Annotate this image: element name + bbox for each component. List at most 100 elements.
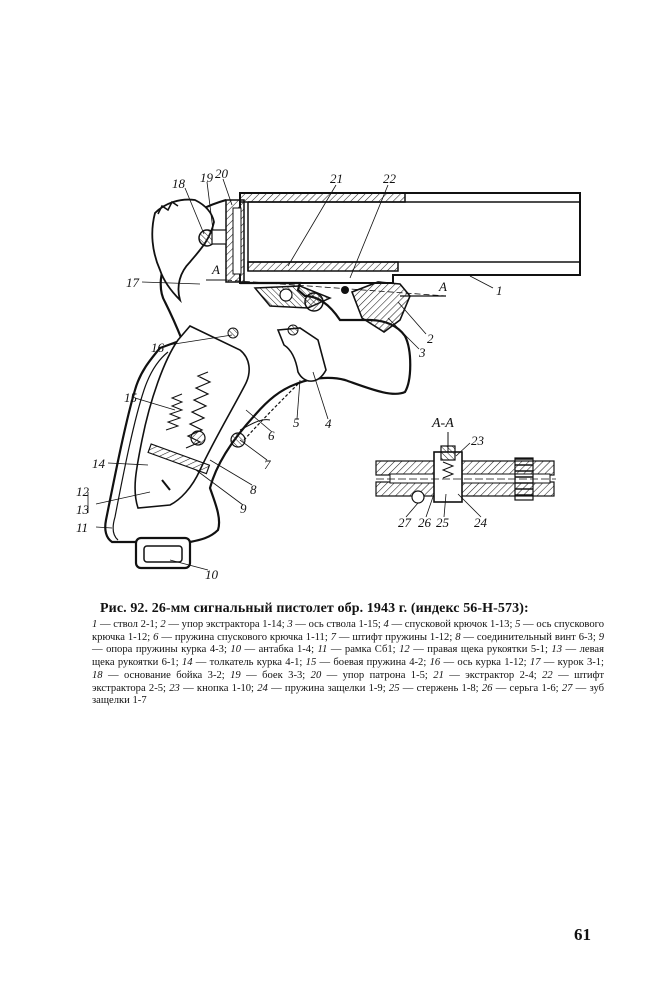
legend-text: — упор патрона 1-5; — [321, 669, 434, 681]
legend-number: 6 — [153, 631, 159, 643]
legend-number: 18 — [92, 669, 103, 681]
page-number: 61 — [574, 925, 591, 944]
legend-number: 14 — [181, 657, 193, 669]
legend-number: 3 — [287, 619, 293, 630]
legend-text: — стержень 1-8; — [399, 682, 482, 694]
legend-text: — ось курка 1-12; — [440, 657, 530, 669]
callout-20: 20 — [215, 166, 229, 181]
legend-text: — курок 3-1; — [540, 657, 605, 669]
callout-9: 9 — [240, 501, 247, 516]
legend-number: 24 — [257, 682, 268, 694]
section-mark-right: A — [438, 279, 447, 294]
legend-text: — спусковой крючок 1-13; — [388, 619, 516, 630]
legend-number: 8 — [455, 631, 461, 643]
leader-lines — [87, 178, 494, 571]
section-mark-left: A — [211, 262, 220, 277]
legend-number: 25 — [388, 682, 400, 694]
figure-legend: 1 — ствол 2-1; 2 — упор экстрактора 1-14… — [92, 619, 604, 708]
barrel — [239, 192, 581, 284]
lanyard-ring — [134, 536, 192, 570]
legend-text: — соединительный винт 6-3; — [460, 631, 599, 643]
callout-7: 7 — [264, 457, 271, 472]
legend-number: 13 — [551, 644, 563, 656]
legend-text: — кнопка 1-10; — [179, 682, 258, 694]
callout-10: 10 — [205, 567, 219, 582]
legend-number: 26 — [481, 682, 493, 694]
callout-1: 1 — [496, 283, 503, 298]
legend-text: — боевая пружина 4-2; — [316, 657, 430, 669]
callout-17: 17 — [126, 275, 140, 290]
legend-number: 20 — [310, 669, 322, 681]
callout-6: 6 — [268, 428, 275, 443]
legend-number: 19 — [230, 669, 241, 681]
legend-number: 4 — [383, 619, 389, 630]
callout-2: 2 — [427, 331, 434, 346]
callout-18: 18 — [172, 176, 186, 191]
legend-text: — основание бойка 3-2; — [102, 669, 231, 681]
section-title: А-А — [431, 416, 454, 431]
legend-text: — боек 3-3; — [240, 669, 311, 681]
callout-8: 8 — [250, 482, 257, 497]
trigger — [253, 281, 411, 382]
legend-text: — экстрактор 2-4; — [443, 669, 543, 681]
callout-22: 22 — [383, 171, 397, 186]
legend-number: 15 — [305, 657, 317, 669]
legend-text: — штифт экстрактора 2-5; — [92, 669, 605, 694]
legend-text: — ось спускового крючка 1-12; — [92, 619, 604, 643]
legend-number: 22 — [542, 669, 553, 681]
legend-number: 9 — [598, 631, 604, 643]
legend-text: — пружина защелки 1-9; — [267, 682, 389, 694]
legend-text: — ствол 2-1; — [97, 619, 161, 630]
frame — [104, 198, 412, 544]
callout-26: 26 — [418, 515, 432, 530]
callout-15: 15 — [124, 390, 138, 405]
callout-14: 14 — [92, 456, 106, 471]
callout-25: 25 — [436, 515, 450, 530]
callout-12: 12 — [76, 484, 90, 499]
legend-text: — серьга 1-6; — [492, 682, 562, 694]
callout-3: 3 — [418, 345, 426, 360]
legend-number: 1 — [92, 619, 98, 630]
legend-text: — левая щека рукоятки 6-1; — [92, 644, 605, 669]
callout-27: 27 — [398, 515, 412, 530]
grip — [134, 325, 301, 509]
legend-number: 7 — [330, 631, 336, 643]
callout-19: 19 — [200, 170, 214, 185]
legend-text: — рамка Сб1; — [327, 644, 400, 656]
legend-text: — опора пружины курка 4-3; — [92, 644, 231, 656]
legend-text: — пружина спускового крючка 1-11; — [158, 631, 331, 643]
legend-text: — антабка 1-4; — [241, 644, 318, 656]
legend-number: 16 — [429, 657, 441, 669]
callout-24: 24 — [474, 515, 488, 530]
figure-caption-title: Рис. 92. 26-мм сигнальный пистолет обр. … — [100, 601, 529, 616]
legend-text: — ось ствола 1-15; — [292, 619, 384, 630]
breech-block — [225, 199, 245, 283]
legend-number: 17 — [529, 657, 541, 669]
legend-number: 11 — [317, 644, 328, 656]
legend-number: 12 — [399, 644, 410, 656]
callout-labels: 1 2 3 4 5 6 7 8 9 10 11 12 13 14 15 16 1… — [76, 166, 503, 582]
legend-number: 10 — [230, 644, 241, 656]
legend-number: 27 — [561, 682, 573, 694]
legend-text: — правая щека рукоятки 5-1; — [409, 644, 552, 656]
legend-number: 23 — [169, 682, 180, 694]
hammer — [151, 198, 227, 304]
legend-number: 21 — [433, 669, 444, 681]
legend-text: — упор экстрактора 1-14; — [165, 619, 288, 630]
legend-number: 5 — [515, 619, 521, 630]
callout-21: 21 — [330, 171, 343, 186]
callout-23: 23 — [471, 433, 485, 448]
section-aa-drawing — [375, 432, 556, 518]
section-line-a — [206, 279, 447, 297]
legend-text: — зуб защелки 1-7 — [92, 682, 605, 707]
legend-text: — штифт пружины 1-12; — [335, 631, 456, 643]
legend-text: — толкатель курка 4-1; — [192, 657, 306, 669]
callout-5: 5 — [293, 415, 300, 430]
legend-number: 2 — [160, 619, 166, 630]
section-labels: А-А 23 24 25 26 27 — [398, 416, 488, 530]
callout-11: 11 — [76, 520, 88, 535]
callout-4: 4 — [325, 416, 332, 431]
callout-13: 13 — [76, 502, 90, 517]
callout-16: 16 — [151, 340, 165, 355]
pistol-drawing: 1 2 3 4 5 6 7 8 9 10 11 12 13 14 15 16 1… — [76, 166, 581, 582]
